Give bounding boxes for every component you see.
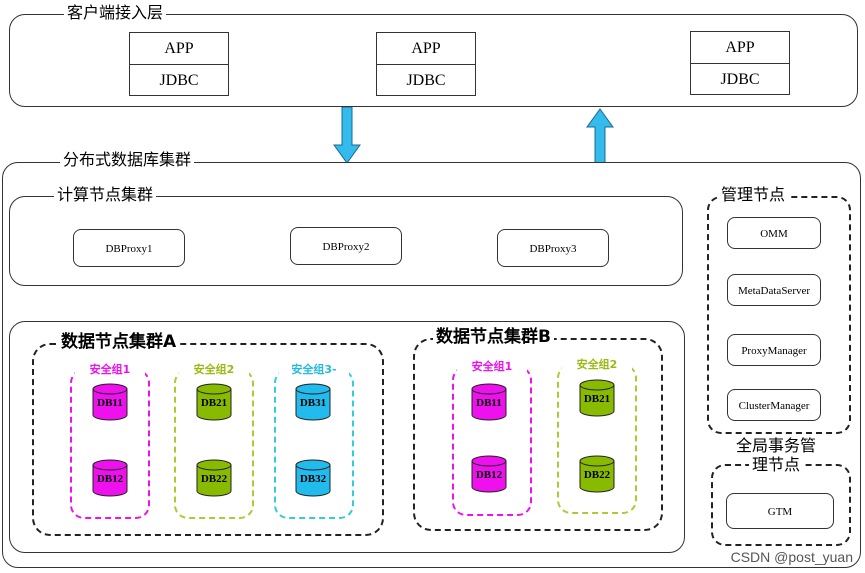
db-label: DB12 bbox=[96, 473, 124, 485]
clustermanager-node: ClusterManager bbox=[727, 389, 821, 421]
app-label: APP bbox=[377, 33, 475, 65]
security-group-b2: 安全组2 bbox=[557, 357, 637, 514]
global-transaction-title-line2: 理节点 bbox=[749, 456, 804, 474]
dbproxy-node-3: DBProxy3 bbox=[497, 229, 609, 267]
client-access-layer-title: 客户端接入层 bbox=[64, 4, 167, 22]
security-group-a2: 安全组2 bbox=[174, 362, 254, 519]
database-cylinder-icon: DB12 bbox=[471, 455, 507, 493]
db-label: DB21 bbox=[583, 393, 611, 405]
database-cylinder-icon: DB22 bbox=[579, 455, 615, 493]
global-transaction-title-line1: 全局事务管 bbox=[733, 437, 820, 455]
security-group-a1: 安全组1 bbox=[70, 362, 150, 519]
client-node-1: APP JDBC bbox=[129, 32, 229, 96]
gtm-node: GTM bbox=[726, 493, 834, 529]
security-group-a3: 安全组3- bbox=[274, 362, 354, 519]
security-group-label: 安全组3- bbox=[279, 362, 349, 378]
jdbc-label: JDBC bbox=[406, 72, 446, 89]
database-cylinder-icon: DB11 bbox=[471, 383, 507, 421]
db-label: DB21 bbox=[200, 397, 228, 409]
data-cluster-a-title: 数据节点集群A bbox=[58, 333, 180, 351]
database-cylinder-icon: DB31 bbox=[295, 383, 331, 421]
down-arrow-icon bbox=[333, 107, 361, 164]
database-cylinder-icon: DB11 bbox=[92, 383, 128, 421]
db-label: DB22 bbox=[200, 473, 228, 485]
security-group-label: 安全组2 bbox=[562, 357, 632, 373]
security-group-label: 安全组1 bbox=[457, 359, 527, 375]
security-group-label: 安全组1 bbox=[75, 362, 145, 378]
app-label: APP bbox=[130, 33, 228, 65]
omm-node: OMM bbox=[727, 217, 821, 249]
database-cylinder-icon: DB22 bbox=[196, 459, 232, 497]
client-node-2: APP JDBC bbox=[376, 32, 476, 96]
data-cluster-a bbox=[32, 343, 384, 536]
db-label: DB11 bbox=[476, 397, 502, 409]
db-label: DB22 bbox=[583, 469, 611, 481]
database-cylinder-icon: DB21 bbox=[196, 383, 232, 421]
client-node-3: APP JDBC bbox=[690, 31, 790, 95]
jdbc-label: JDBC bbox=[159, 72, 199, 89]
metadataserver-node: MetaDataServer bbox=[727, 274, 821, 306]
database-cylinder-icon: DB12 bbox=[92, 459, 128, 497]
data-cluster-b-title: 数据节点集群B bbox=[433, 328, 554, 346]
security-group-label: 安全组2 bbox=[179, 362, 249, 378]
dbproxy-node-1: DBProxy1 bbox=[73, 229, 185, 267]
dbproxy-node-2: DBProxy2 bbox=[290, 227, 402, 265]
watermark: CSDN @post_yuan bbox=[730, 549, 853, 565]
db-label: DB11 bbox=[97, 397, 123, 409]
db-label: DB12 bbox=[475, 469, 503, 481]
db-label: DB31 bbox=[299, 397, 327, 409]
management-nodes-title: 管理节点 bbox=[718, 186, 789, 204]
db-label: DB32 bbox=[299, 473, 327, 485]
database-cylinder-icon: DB32 bbox=[295, 459, 331, 497]
jdbc-label: JDBC bbox=[720, 71, 760, 88]
security-group-b1: 安全组1 bbox=[452, 359, 532, 516]
proxymanager-node: ProxyManager bbox=[727, 334, 821, 366]
distributed-db-cluster-title: 分布式数据库集群 bbox=[60, 151, 195, 169]
database-cylinder-icon: DB21 bbox=[579, 379, 615, 417]
app-label: APP bbox=[691, 32, 789, 64]
compute-node-cluster-title: 计算节点集群 bbox=[54, 186, 157, 204]
up-arrow-icon bbox=[586, 108, 614, 165]
